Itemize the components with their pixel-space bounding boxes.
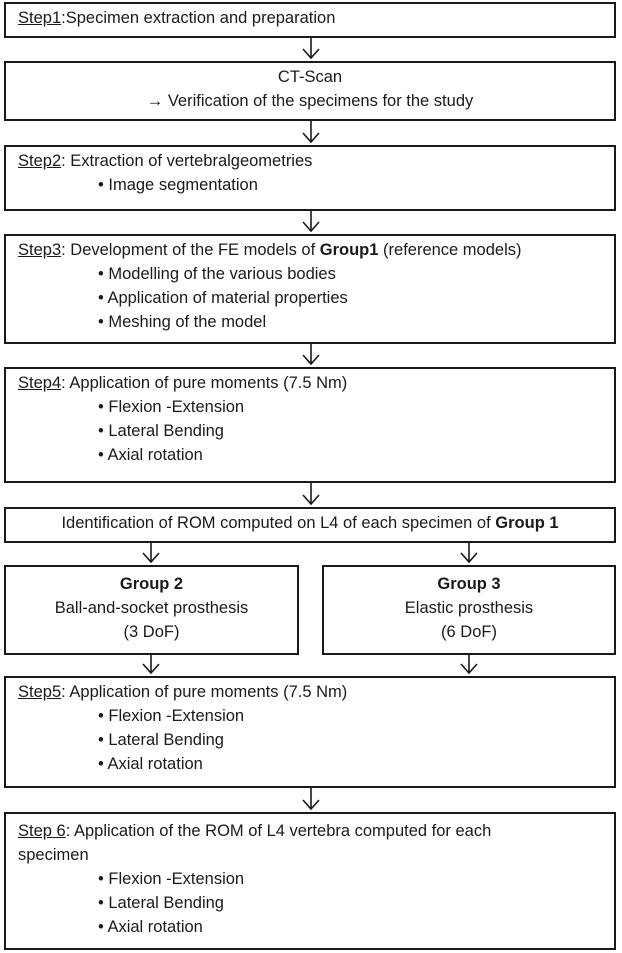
arrow-step4-rom [302,483,320,506]
ct-scan-box: CT-Scan → Verification of the specimens … [4,61,616,121]
group2-title: Group 2 [119,575,184,593]
group3-box: Group 3 Elastic prosthesis (6 DoF) [322,565,616,655]
group3-line2: (6 DoF) [441,622,497,641]
step6-text-cont: specimen [18,845,89,864]
step3-group1: Group1 [319,241,379,259]
step1-label: Step1 [18,9,62,27]
arrow-ct-step2 [302,121,320,144]
step6-bullet-3: • Axial rotation [98,917,203,936]
step2-text: : Extraction of vertebralgeometries [61,152,313,170]
step1-box: Step1:Specimen extraction and preparatio… [4,2,616,38]
step3-bullet-3: • Meshing of the model [98,312,267,331]
step2-box: Step2: Extraction of vertebralgeometries… [4,145,616,211]
step4-bullet-3: • Axial rotation [98,445,203,464]
step4-box: Step4: Application of pure moments (7.5 … [4,367,616,483]
step3-bullet-1: • Modelling of the various bodies [98,264,336,283]
ct-scan-verification: → Verification of the specimens for the … [146,91,474,110]
step6-label: Step 6 [18,822,66,840]
step6-text: : Application of the ROM of L4 vertebra … [65,822,492,840]
step3-text: : Development of the FE models of [61,241,320,259]
arrow-group2-step5 [142,655,160,675]
arrow-rom-group2 [142,543,160,564]
step4-text: : Application of pure moments (7.5 Nm) [61,374,348,392]
group2-box: Group 2 Ball-and-socket prosthesis (3 Do… [4,565,299,655]
rom-identification-box: Identification of ROM computed on L4 of … [4,507,616,543]
ct-scan-title: CT-Scan [277,68,343,86]
step3-bullet-2: • Application of material properties [98,288,348,307]
step4-bullet-2: • Lateral Bending [98,421,224,440]
step1-text: :Specimen extraction and preparation [61,9,336,27]
step3-box: Step3: Development of the FE models of G… [4,234,616,344]
arrow-step1-ct [302,38,320,60]
step2-label: Step2 [18,152,62,170]
step3-text2: (reference models) [378,241,522,259]
arrow-rom-group3 [460,543,478,564]
arrow-step5-step6 [302,788,320,811]
step3-label: Step3 [18,241,62,259]
step5-box: Step5: Application of pure moments (7.5 … [4,676,616,788]
rom-group1: Group 1 [495,514,559,532]
group3-title: Group 3 [437,575,501,593]
group3-line1: Elastic prosthesis [404,598,534,617]
group2-line1: Ball-and-socket prosthesis [54,598,249,617]
arrow-group3-step5 [460,655,478,675]
step5-bullet-3: • Axial rotation [98,754,203,773]
arrow-step3-step4 [302,344,320,366]
step4-label: Step4 [18,374,62,392]
step6-box: Step 6: Application of the ROM of L4 ver… [4,812,616,950]
rom-text: Identification of ROM computed on L4 of … [61,514,496,532]
step2-bullet-1: • Image segmentation [98,175,258,194]
step6-bullet-2: • Lateral Bending [98,893,224,912]
step5-text: : Application of pure moments (7.5 Nm) [61,683,348,701]
arrow-step2-step3 [302,211,320,233]
step5-bullet-1: • Flexion -Extension [98,706,245,725]
step5-bullet-2: • Lateral Bending [98,730,224,749]
step6-bullet-1: • Flexion -Extension [98,869,245,888]
group2-line2: (3 DoF) [123,622,180,641]
step4-bullet-1: • Flexion -Extension [98,397,245,416]
step5-label: Step5 [18,683,62,701]
